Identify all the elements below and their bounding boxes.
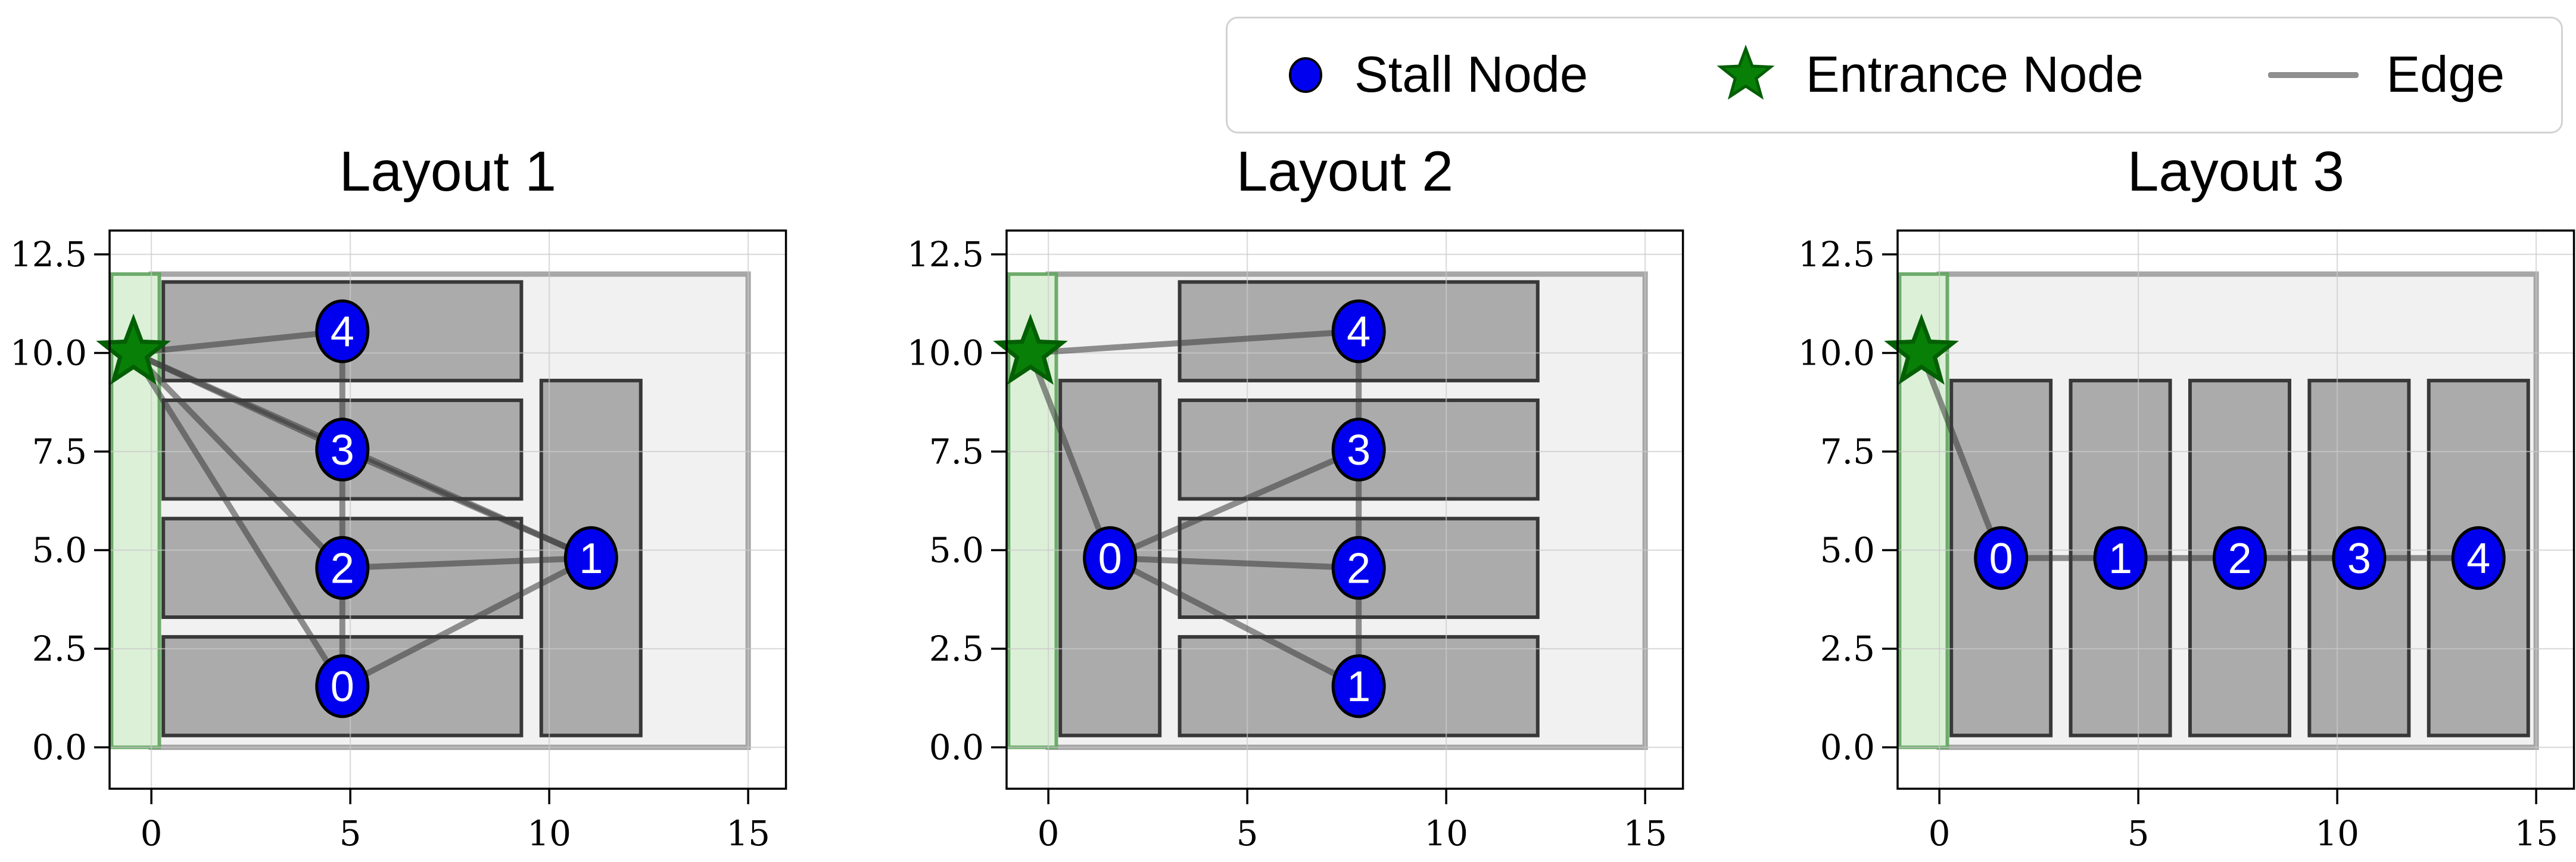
stall-node-label: 0 — [1989, 535, 2013, 583]
x-tick-label: 5 — [1236, 813, 1259, 854]
y-tick-label: 7.5 — [929, 431, 984, 472]
graph-edge — [1027, 328, 1362, 356]
graph-edge — [130, 350, 345, 689]
stall-node — [315, 418, 370, 482]
y-tick-label: 2.5 — [929, 628, 984, 669]
legend-item-entrance-node: Entrance Node — [1713, 42, 2144, 108]
stall-node — [1331, 536, 1386, 600]
stall-node — [2093, 526, 2148, 590]
legend-item-edge: Edge — [2268, 46, 2505, 104]
graph-edge — [1107, 555, 1362, 571]
stall-node — [1331, 299, 1386, 363]
stall-node — [315, 654, 370, 718]
x-tick-label: 10 — [1424, 813, 1468, 854]
stall-node — [1974, 526, 2029, 590]
stall-node — [1331, 654, 1386, 718]
stall-node-label: 0 — [1098, 535, 1122, 583]
graph-edge — [130, 328, 345, 356]
y-tick-label: 2.5 — [1820, 628, 1875, 669]
y-tick-label: 10.0 — [10, 332, 87, 373]
stall-node — [315, 299, 370, 363]
x-tick-label: 0 — [1929, 813, 1951, 854]
graph-edge — [339, 446, 594, 561]
panel-layout-1: 0 1 2 3 4 0 5 10 15 0.0 2.5 5.0 7.5 10.0 12.5 Layout 1 — [10, 140, 787, 854]
stall-node-label: 3 — [1347, 427, 1370, 474]
y-tick-label: 12.5 — [10, 234, 87, 275]
x-tick-label: 15 — [726, 813, 770, 854]
x-tick-label: 5 — [339, 813, 362, 854]
stall-node-label: 0 — [331, 663, 354, 711]
x-tick-label: 10 — [527, 813, 571, 854]
stall-node-label: 4 — [331, 308, 354, 356]
entrance-node-icon — [1717, 44, 1775, 100]
y-tick-label: 12.5 — [1798, 234, 1875, 275]
x-tick-label: 15 — [2514, 813, 2558, 854]
y-tick-label: 0.0 — [1820, 727, 1875, 767]
panel-title: Layout 2 — [1236, 140, 1453, 203]
panel-title: Layout 1 — [339, 140, 556, 203]
graph-edge — [339, 555, 594, 689]
stall-node-label: 2 — [2228, 535, 2251, 583]
panel-layout-3: 0 1 2 3 4 0 5 10 15 0.0 2.5 5.0 7.5 10.0 12.5 Layout 3 — [1798, 140, 2575, 854]
y-tick-label: 0.0 — [929, 727, 984, 767]
graph-edge — [130, 350, 345, 571]
stall-node — [563, 526, 618, 590]
legend: Stall Node Entrance Node Edge — [1226, 17, 2563, 133]
y-tick-label: 7.5 — [1820, 431, 1875, 472]
y-tick-label: 5.0 — [1820, 530, 1875, 570]
stall-node — [315, 536, 370, 600]
y-tick-label: 0.0 — [32, 727, 87, 767]
legend-item-stall-node: Stall Node — [1284, 46, 1588, 104]
legend-label-stall-node: Stall Node — [1354, 46, 1588, 103]
y-tick-label: 10.0 — [907, 332, 984, 373]
stall-node-label: 1 — [2108, 535, 2132, 583]
x-tick-label: 0 — [1038, 813, 1060, 854]
stall-node-label: 3 — [331, 427, 354, 474]
stall-node-label: 4 — [1347, 308, 1370, 356]
stall-node-label: 1 — [579, 535, 603, 583]
y-tick-label: 7.5 — [32, 431, 87, 472]
graph-edge — [1107, 446, 1362, 561]
y-tick-label: 12.5 — [907, 234, 984, 275]
panel-title: Layout 3 — [2128, 140, 2344, 203]
panel-layout-2: 0 1 2 3 4 0 5 10 15 0.0 2.5 5.0 7.5 10.0 12.5 Layout 2 — [907, 140, 1684, 854]
axes-spine — [1896, 229, 2575, 790]
x-tick-label: 0 — [141, 813, 163, 854]
stall-node-label: 1 — [1347, 663, 1370, 711]
legend-label-edge: Edge — [2386, 46, 2505, 103]
stall-node — [2212, 526, 2267, 590]
stall-node-label: 4 — [2466, 535, 2490, 583]
graph-edge — [130, 350, 345, 453]
stall-node — [1083, 526, 1138, 590]
axes-spine — [1005, 229, 1684, 790]
y-tick-label: 2.5 — [32, 628, 87, 669]
stall-node — [2332, 526, 2387, 590]
stall-node-label: 3 — [2347, 535, 2371, 583]
stall-node-icon — [1289, 57, 1322, 93]
stall-node — [1331, 418, 1386, 482]
x-tick-label: 15 — [1623, 813, 1667, 854]
x-tick-label: 10 — [2315, 813, 2359, 854]
y-tick-label: 5.0 — [929, 530, 984, 570]
edge-icon — [2268, 72, 2359, 78]
x-tick-label: 5 — [2128, 813, 2150, 854]
graph-edge — [1107, 555, 1362, 689]
stall-node — [2451, 526, 2506, 590]
graph-edge — [1918, 350, 2004, 561]
y-tick-label: 10.0 — [1798, 332, 1875, 373]
axes-spine — [108, 229, 787, 790]
stall-node-label: 2 — [1347, 544, 1370, 592]
y-tick-label: 5.0 — [32, 530, 87, 570]
stall-node-label: 2 — [331, 544, 354, 592]
legend-label-entrance-node: Entrance Node — [1805, 46, 2144, 103]
graph-edge — [1027, 350, 1113, 561]
graph-edge — [339, 555, 594, 571]
